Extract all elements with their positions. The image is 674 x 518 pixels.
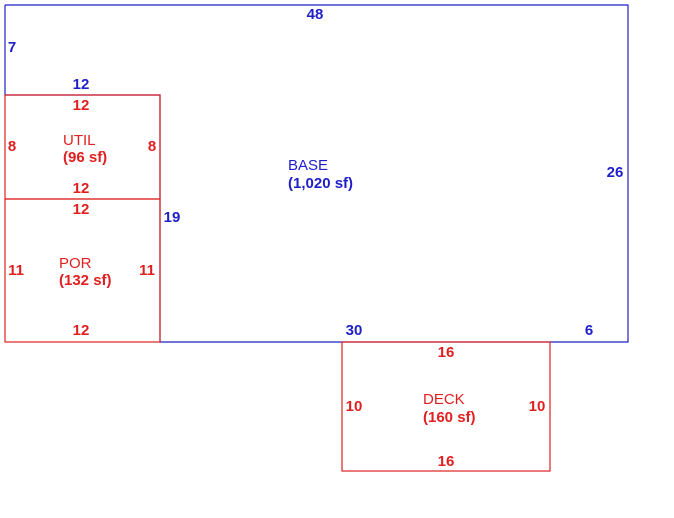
base-top-dim: 48 [307, 6, 324, 23]
util-area: (96 sf) [63, 149, 107, 166]
por-area: (132 sf) [59, 272, 112, 289]
por-name: POR [59, 255, 92, 272]
util-left-dim: 8 [8, 138, 16, 155]
base-right-dim: 26 [607, 164, 624, 181]
base-name: BASE [288, 157, 328, 174]
util-bottom-dim: 12 [73, 180, 90, 197]
util-right-dim: 8 [148, 138, 156, 155]
deck-area: (160 sf) [423, 409, 476, 426]
base-bottom-mid-dim: 30 [346, 322, 363, 339]
base-left-upper-dim: 7 [8, 39, 16, 56]
deck-name: DECK [423, 391, 465, 408]
por-top-dim: 12 [73, 201, 90, 218]
por-right-dim: 11 [139, 262, 155, 279]
util-name: UTIL [63, 132, 96, 149]
base-bottom-right-dim: 6 [585, 322, 593, 339]
util-top-dim: 12 [73, 97, 90, 114]
deck-top-dim: 16 [438, 344, 455, 361]
por-outline [4, 198, 161, 343]
por-left-dim: 11 [8, 262, 24, 279]
por-bottom-dim: 12 [73, 322, 90, 339]
deck-bottom-dim: 16 [438, 453, 455, 470]
base-step-top-dim: 12 [73, 76, 90, 93]
deck-left-dim: 10 [346, 398, 363, 415]
deck-right-dim: 10 [529, 398, 546, 415]
base-step-right-dim: 19 [164, 209, 181, 226]
deck-outline [341, 341, 551, 472]
base-area: (1,020 sf) [288, 175, 353, 192]
